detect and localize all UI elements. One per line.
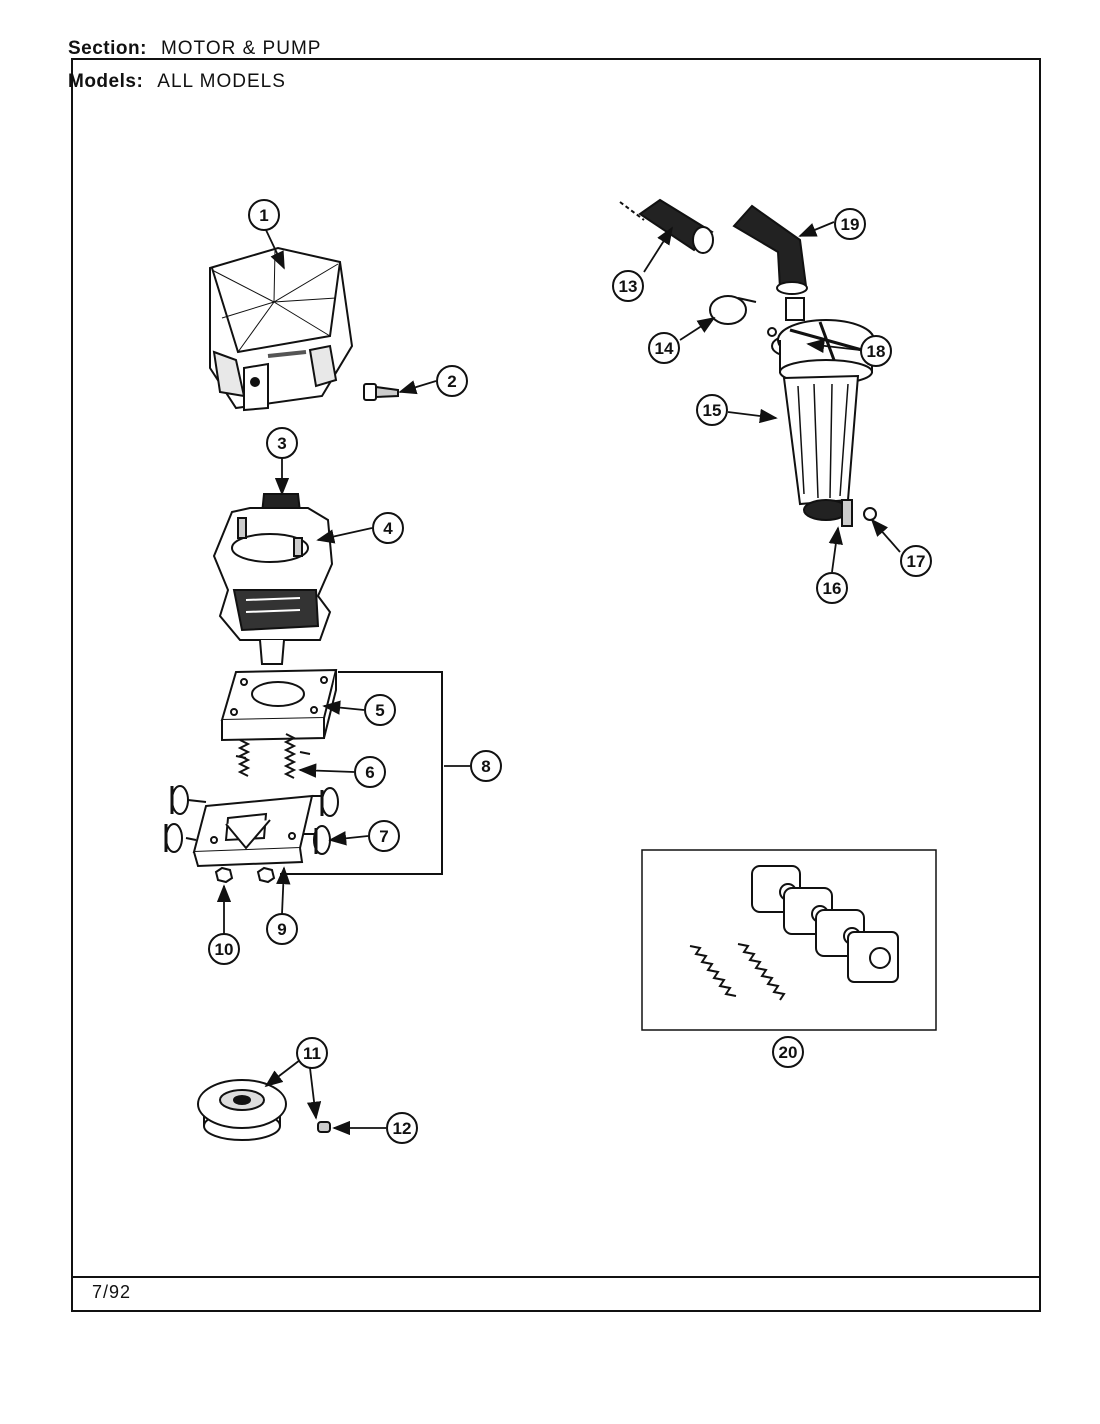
leader-lines: [216, 221, 901, 1136]
callouts: [208, 199, 932, 1144]
callout-15: [696, 394, 728, 426]
callout-16: [816, 572, 848, 604]
callout-20: [772, 1036, 804, 1068]
revision-date: 7/92: [92, 1282, 132, 1302]
callout-1: [248, 199, 280, 231]
hose-19-illustration: [732, 204, 808, 295]
models-label: Models:: [68, 71, 144, 92]
callout-11: [296, 1037, 328, 1069]
callout-10: [208, 933, 240, 965]
callout-label-6: 6: [365, 763, 374, 782]
section-heading: Section: MOTOR & PUMP: [68, 38, 321, 60]
callout-5: [364, 694, 396, 726]
pulley-illustration: [197, 1079, 331, 1141]
callout-2: [436, 365, 468, 397]
callout-label-1: 1: [259, 206, 268, 225]
callout-labels: 1 2 3 4 5 6 7 8 9 10 11 12 13 14 15 16 1…: [215, 206, 926, 1138]
section-label: Section:: [68, 38, 147, 59]
callout-label-8: 8: [481, 757, 490, 776]
callout-label-11: 11: [303, 1044, 321, 1063]
section-value: MOTOR & PUMP: [160, 38, 322, 59]
callout-label-15: 15: [703, 401, 722, 420]
callout-label-17: 17: [907, 552, 926, 571]
callout-label-5: 5: [375, 701, 384, 720]
pump-illustration: [777, 297, 877, 527]
motor-cover-illustration: [209, 246, 354, 412]
callout-17: [900, 545, 932, 577]
callout-label-3: 3: [277, 434, 286, 453]
models-value: ALL MODELS: [157, 71, 286, 92]
callout-label-12: 12: [393, 1119, 412, 1138]
callout-12: [386, 1112, 418, 1144]
base-bracket-illustration: [164, 785, 339, 868]
callout-7: [368, 820, 400, 852]
callout-13: [612, 270, 644, 302]
assembly-bracket-8: [280, 671, 443, 875]
kit-20-illustration: [641, 849, 937, 1031]
callout-label-20: 20: [779, 1043, 798, 1062]
callout-label-7: 7: [379, 827, 388, 846]
mount-plate-illustration: [220, 668, 338, 742]
callout-label-9: 9: [277, 920, 286, 939]
footer-rule: [71, 1276, 1041, 1278]
diagram-frame: [71, 58, 1041, 1312]
drive-motor-illustration: [212, 493, 334, 665]
callout-label-4: 4: [383, 519, 393, 538]
clamp-14-illustration: [709, 295, 757, 325]
springs-illustration: [235, 733, 311, 779]
callout-3: [266, 427, 298, 459]
callout-label-18: 18: [867, 342, 886, 361]
callout-label-13: 13: [619, 277, 638, 296]
callout-6: [354, 756, 386, 788]
callout-label-10: 10: [215, 940, 234, 959]
callout-4: [372, 512, 404, 544]
callout-8: [470, 750, 502, 782]
hose-13-illustration: [619, 198, 714, 254]
callout-9: [266, 913, 298, 945]
callout-label-2: 2: [447, 372, 456, 391]
callout-label-19: 19: [841, 215, 860, 234]
models-heading: Models: ALL MODELS: [68, 71, 286, 93]
nuts-illustration: [214, 866, 276, 884]
callout-label-14: 14: [655, 339, 674, 358]
callout-label-16: 16: [823, 579, 842, 598]
callout-14: [648, 332, 680, 364]
callout-18: [860, 335, 892, 367]
callout-19: [834, 208, 866, 240]
screw-2-illustration: [363, 383, 399, 401]
